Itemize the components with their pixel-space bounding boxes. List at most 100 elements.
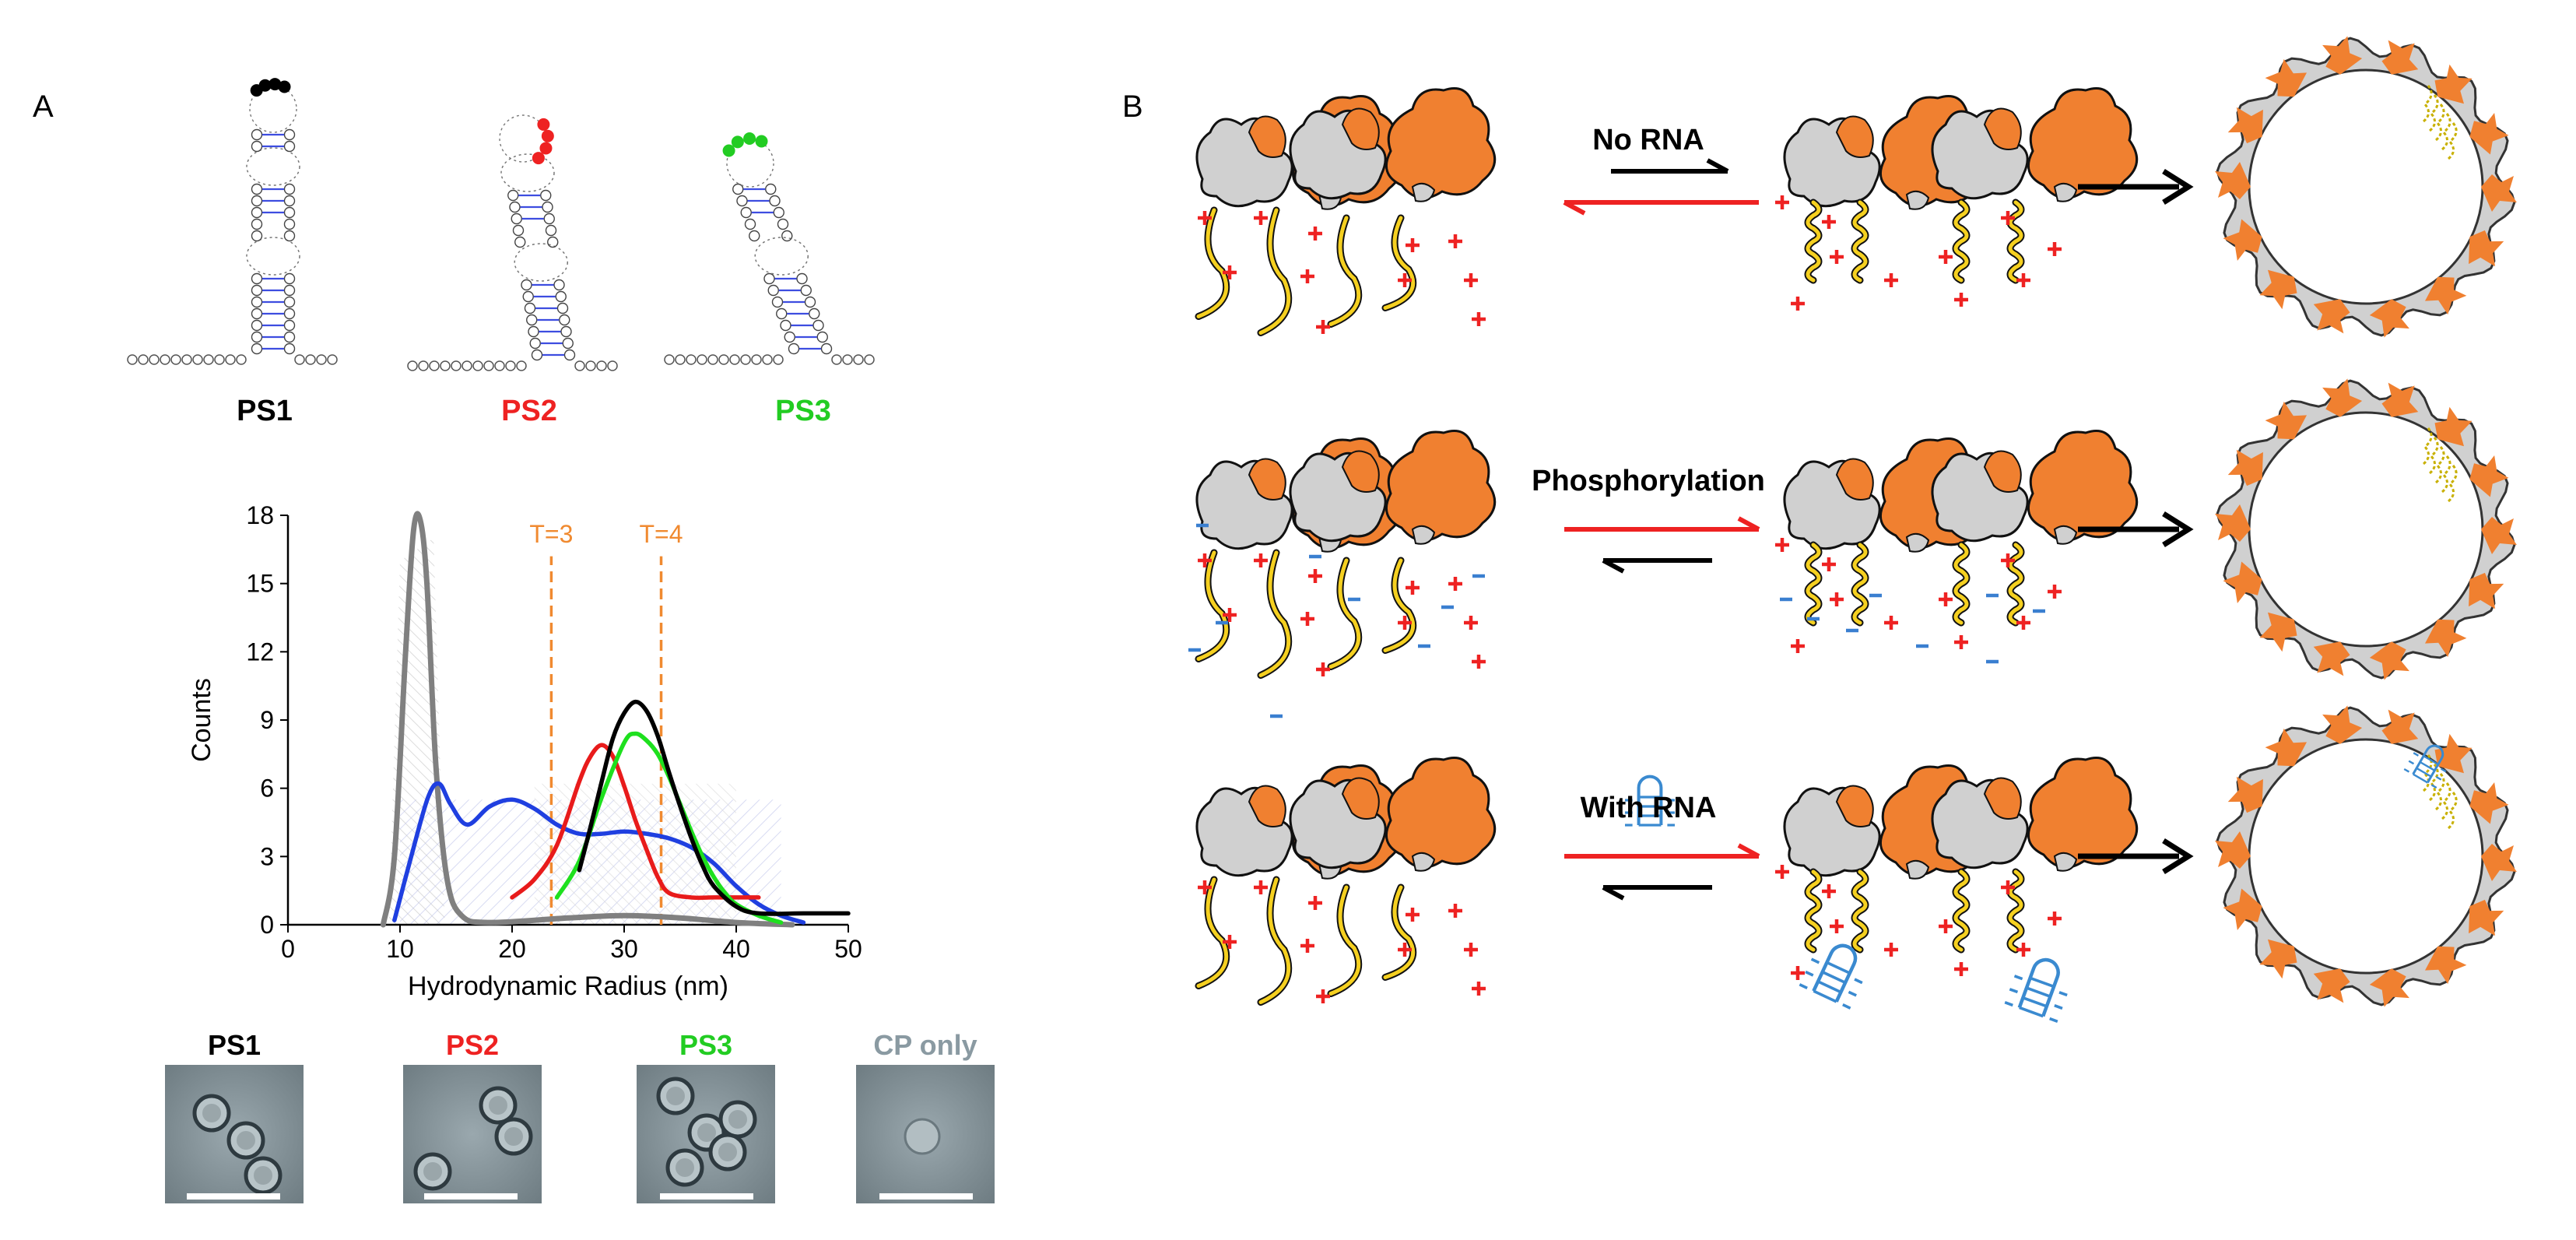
rna-structure-ps1 (127, 78, 338, 365)
positive-charge (2001, 211, 2015, 225)
reference-line-label: T=4 (640, 520, 683, 548)
positive-charge (1830, 592, 1844, 606)
rna-hairpin-icon (1624, 775, 1676, 827)
y-tick-label: 18 (246, 501, 274, 529)
positive-charge (1822, 884, 1836, 898)
y-axis-label: Counts (187, 678, 216, 762)
positive-charge (1939, 592, 1953, 606)
positive-charge (1775, 865, 1789, 879)
positive-charge (1791, 297, 1805, 311)
positive-charge (2001, 880, 2015, 894)
positive-charge (1791, 639, 1805, 653)
y-tick-label: 12 (246, 638, 274, 666)
positive-charge (1464, 943, 1478, 957)
capsid-icon (2215, 378, 2517, 680)
positive-charge (1954, 962, 1968, 976)
x-tick-label: 20 (498, 935, 526, 963)
positive-charge (1254, 211, 1268, 225)
positive-charge (1472, 982, 1486, 996)
positive-charge (1775, 538, 1789, 552)
positive-charge (1308, 227, 1322, 241)
positive-charge (1406, 908, 1420, 922)
positive-charge (1830, 919, 1844, 933)
y-tick-label: 15 (246, 570, 274, 598)
positive-charge (1448, 234, 1462, 248)
positive-charge (1316, 662, 1330, 676)
em-image-cp-only (856, 1065, 995, 1203)
positive-charge (1300, 939, 1314, 953)
positive-charge (1316, 320, 1330, 334)
positive-charge (1406, 238, 1420, 252)
positive-charge (1448, 904, 1462, 918)
positive-charge (2048, 585, 2062, 599)
positive-charge (1406, 581, 1420, 595)
positive-charge (1254, 880, 1268, 894)
x-tick-label: 50 (834, 935, 862, 963)
capsid-icon (2215, 705, 2517, 1007)
y-tick-label: 3 (260, 842, 274, 870)
positive-charge (1198, 211, 1212, 225)
rna-label-ps2: PS2 (501, 395, 557, 427)
em-image-ps1 (165, 1065, 304, 1203)
y-tick-label: 9 (260, 706, 274, 734)
series-line (577, 699, 851, 916)
positive-charge (1398, 616, 1412, 630)
positive-charge (1198, 553, 1212, 567)
positive-charge (1884, 616, 1898, 630)
y-tick-label: 0 (260, 911, 274, 939)
positive-charge (1198, 880, 1212, 894)
positive-charge (1884, 943, 1898, 957)
positive-charge (1300, 269, 1314, 283)
positive-charge (2001, 553, 2015, 567)
positive-charge (1472, 312, 1486, 326)
capsid-icon (2215, 36, 2517, 338)
positive-charge (1939, 919, 1953, 933)
positive-charge (1223, 265, 1237, 279)
positive-charge (1822, 557, 1836, 571)
rna-hairpin-icon (2004, 957, 2068, 1024)
positive-charge (1464, 273, 1478, 287)
rna-structure-ps3 (664, 132, 875, 365)
y-tick-label: 6 (260, 775, 274, 803)
row1-arrow-label: No RNA (1592, 124, 1704, 156)
positive-charge (2016, 273, 2030, 287)
series-line (510, 743, 761, 901)
rna-label-ps1: PS1 (237, 395, 293, 427)
positive-charge (1791, 966, 1805, 980)
positive-charge (1223, 935, 1237, 949)
positive-charge (1464, 616, 1478, 630)
series-line (380, 511, 795, 928)
em-image-ps2 (403, 1065, 542, 1203)
positive-charge (1830, 250, 1844, 264)
row2-arrow-label: Phosphorylation (1532, 465, 1765, 497)
positive-charge (1448, 577, 1462, 591)
x-tick-label: 10 (386, 935, 414, 963)
assembly-schematic (1188, 36, 2517, 1024)
em-label-ps3: PS3 (679, 1029, 732, 1061)
row3-arrow-label: With RNA (1581, 792, 1717, 824)
positive-charge (2016, 943, 2030, 957)
positive-charge (1954, 635, 1968, 649)
series-line (392, 781, 806, 925)
positive-charge (1308, 569, 1322, 583)
positive-charge (1954, 293, 1968, 307)
em-label-ps1: PS1 (208, 1029, 261, 1061)
x-axis-label: Hydrodynamic Radius (nm) (408, 971, 728, 1001)
positive-charge (1822, 215, 1836, 229)
rna-structure-ps2 (407, 114, 618, 371)
positive-charge (1316, 989, 1330, 1003)
em-label-ps2: PS2 (446, 1029, 499, 1061)
positive-charge (2048, 912, 2062, 926)
positive-charge (2016, 616, 2030, 630)
em-label-cp-only: CP only (873, 1029, 977, 1061)
positive-charge (1884, 273, 1898, 287)
x-tick-label: 40 (722, 935, 750, 963)
positive-charge (1472, 655, 1486, 669)
positive-charge (1939, 250, 1953, 264)
reference-line-label: T=3 (529, 520, 573, 548)
positive-charge (1775, 195, 1789, 209)
rna-hairpin-icon (1799, 943, 1863, 1010)
panel-a-label: A (33, 90, 54, 124)
